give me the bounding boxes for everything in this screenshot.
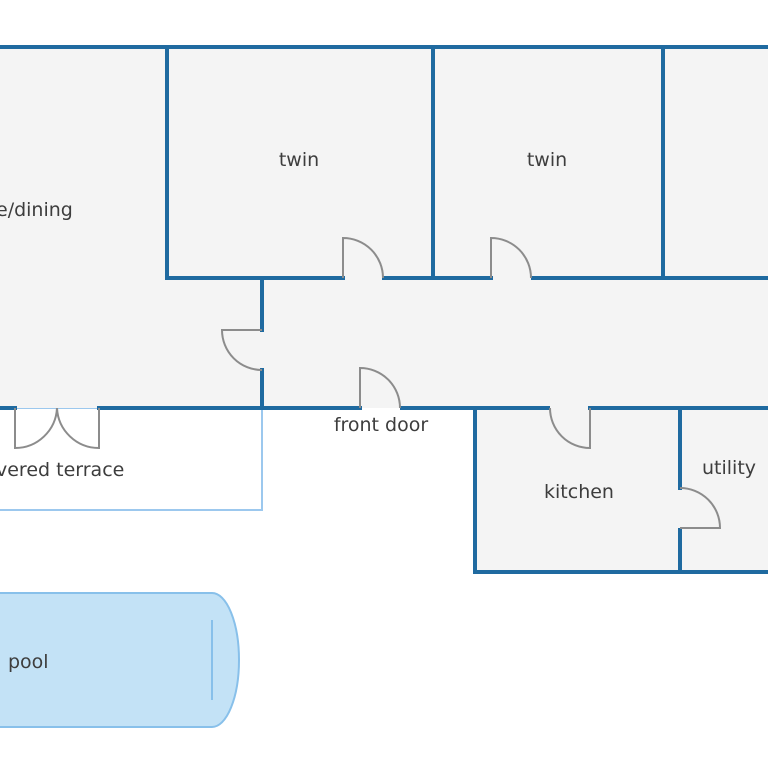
door-twin-1: [342, 236, 384, 279]
door-terrace-left: [14, 407, 58, 450]
utility-label: utility: [702, 457, 756, 479]
pool-label: pool: [8, 651, 49, 673]
door-terrace-right: [56, 407, 100, 450]
twin-1-label: twin: [279, 149, 319, 171]
door-twin-2: [490, 236, 532, 279]
doors: [14, 236, 722, 529]
walls: [0, 45, 768, 574]
twin-2-label: twin: [527, 149, 567, 171]
kitchen-label: kitchen: [544, 481, 614, 503]
living-dining-label: e/dining: [0, 199, 73, 221]
front-door-label: front door: [334, 414, 429, 436]
pool: [0, 592, 240, 728]
door-living-hall: [220, 329, 263, 371]
covered-terrace-area: [0, 407, 263, 511]
covered-terrace-label: vered terrace: [0, 459, 124, 481]
door-kitchen: [549, 407, 591, 450]
door-front: [359, 366, 401, 409]
door-utility: [679, 487, 722, 529]
floor-fill: [0, 47, 768, 572]
